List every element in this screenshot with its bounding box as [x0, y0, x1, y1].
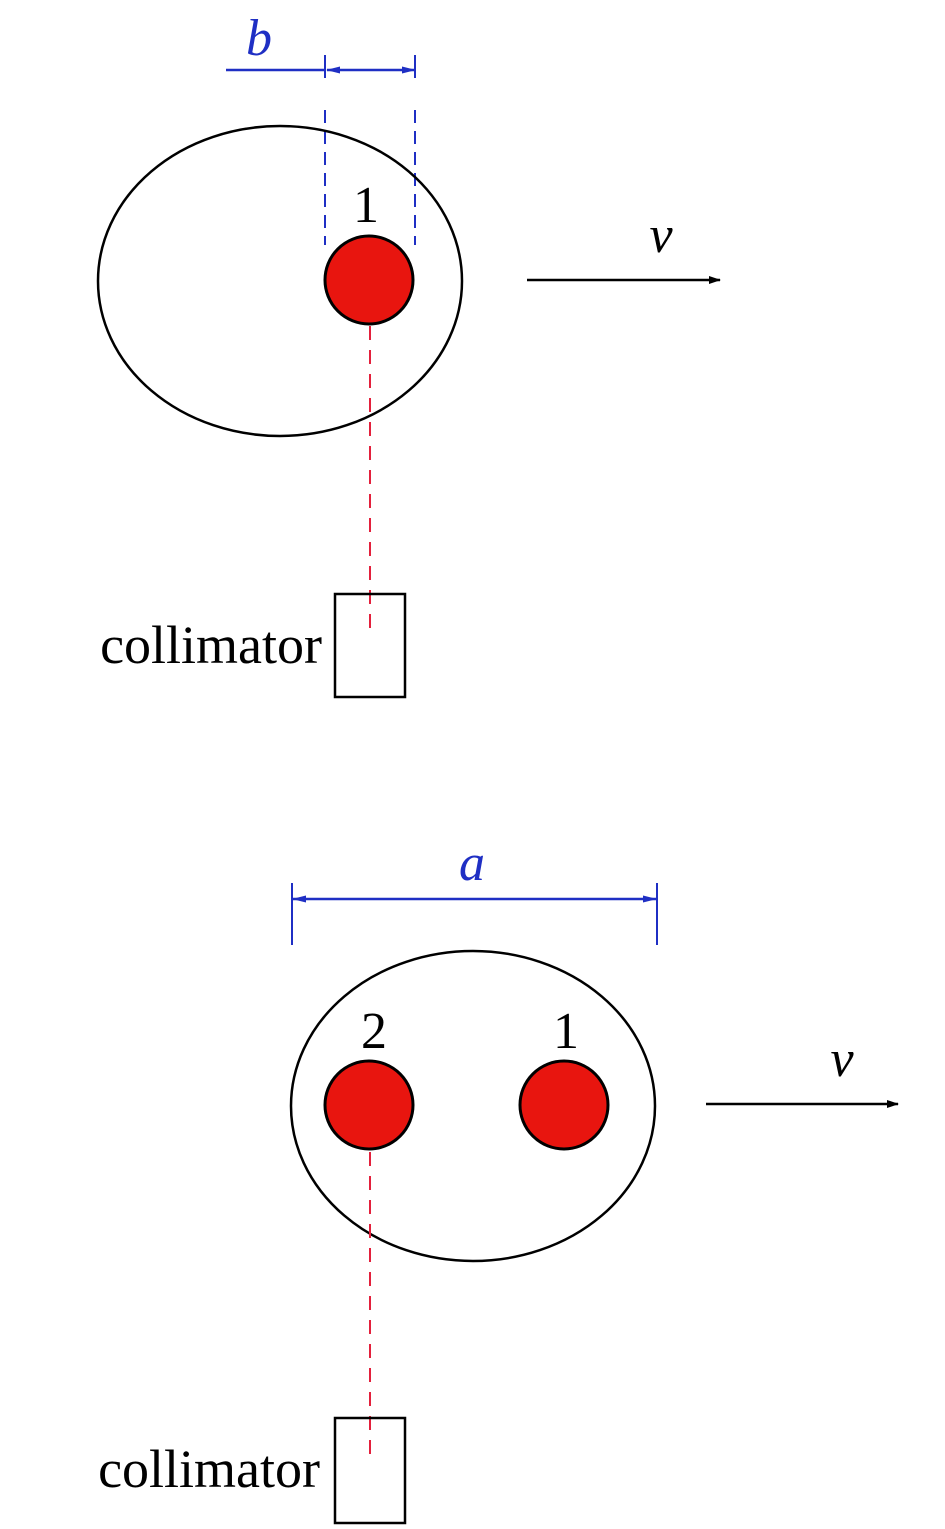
- velocity-label-bottom: v: [830, 1031, 854, 1088]
- collimator-box-bottom: [333, 1416, 407, 1525]
- source-1-label-bottom: 1: [553, 1003, 579, 1060]
- dimension-a: a: [291, 835, 658, 945]
- collimator-label-top: collimator: [100, 615, 322, 675]
- top-panel: b 1 v collimator: [96, 10, 721, 699]
- dimension-a-label: a: [459, 835, 485, 892]
- object-outline-top: [96, 124, 464, 438]
- dimension-b-label: b: [246, 10, 272, 67]
- collimator-label-bottom: collimator: [98, 1439, 320, 1499]
- source-1-bottom: [518, 1059, 610, 1151]
- source-2-bottom: [323, 1059, 415, 1151]
- velocity-arrow-bottom: v: [706, 1031, 899, 1108]
- velocity-label-top: v: [649, 207, 673, 264]
- bottom-panel: a 2 1 v collimator: [98, 835, 899, 1525]
- object-outline-bottom: [289, 949, 657, 1263]
- collimator-box-top: [333, 592, 407, 699]
- source-2-label-bottom: 2: [361, 1003, 387, 1060]
- source-1-top: [323, 234, 415, 326]
- source-1-label-top: 1: [353, 177, 379, 234]
- velocity-arrow-top: v: [527, 207, 721, 284]
